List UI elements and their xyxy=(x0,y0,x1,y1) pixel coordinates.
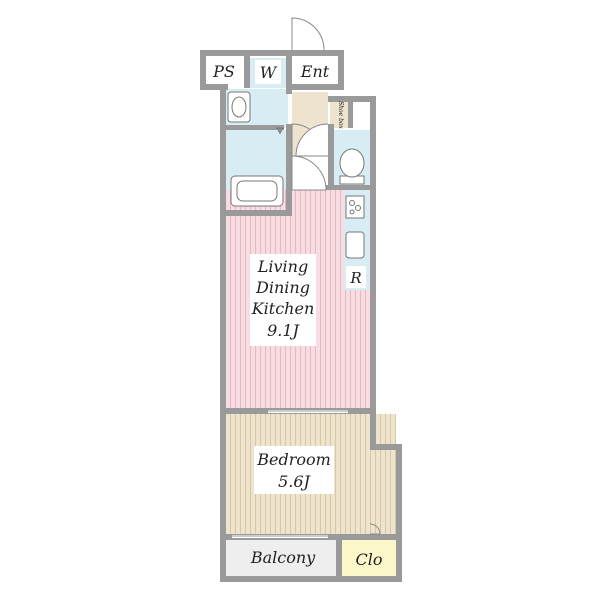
label-bedroom-box: Bedroom 5.6J xyxy=(254,446,334,494)
stove-icon xyxy=(345,195,365,219)
label-w: W xyxy=(260,63,278,82)
bathtub-icon xyxy=(230,175,284,207)
toilet-door-swing xyxy=(295,123,329,157)
label-ps-box: PS xyxy=(206,58,242,84)
label-balcony: Balcony xyxy=(250,548,316,567)
label-ldk-line3: Kitchen xyxy=(251,299,315,318)
ldk-door-swing xyxy=(291,155,327,191)
closet-door-swing xyxy=(369,523,381,535)
label-ldk-size: 9.1J xyxy=(267,321,300,340)
shoe-box-floor xyxy=(330,102,348,128)
balcony-floor xyxy=(226,540,336,576)
label-w-box: W xyxy=(255,60,281,84)
label-ldk-box: Living Dining Kitchen 9.1J xyxy=(250,254,316,346)
label-bedroom-size: 5.6J xyxy=(278,472,311,491)
label-clo: Clo xyxy=(356,550,383,569)
sink-icon xyxy=(345,231,365,259)
label-ent: Ent xyxy=(300,62,330,81)
label-bedroom: Bedroom xyxy=(256,450,331,469)
label-r-box: R xyxy=(346,266,366,288)
washer-indicator-icon xyxy=(276,127,284,134)
label-ldk-line1: Living xyxy=(257,257,308,276)
entrance-door-swing xyxy=(291,17,325,51)
label-r: R xyxy=(349,269,361,287)
washbasin-icon xyxy=(227,91,251,123)
closet-floor xyxy=(342,538,396,578)
label-ent-box: Ent xyxy=(294,58,336,84)
toilet-icon xyxy=(339,148,365,185)
label-ps: PS xyxy=(212,62,235,81)
label-shoe-box: Shoe box xyxy=(337,101,344,129)
label-ldk-line2: Dining xyxy=(255,278,310,297)
